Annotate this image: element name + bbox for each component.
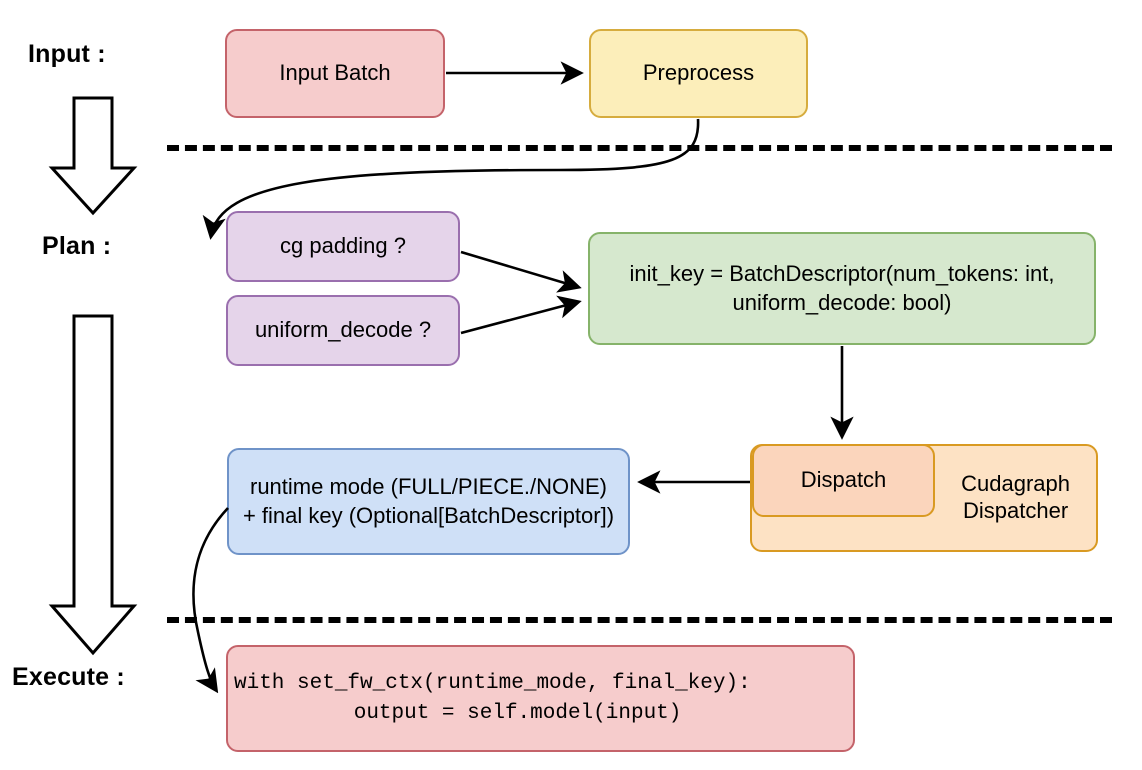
stage-progress-arrow-1 [48,96,138,216]
node-init-key-text: init_key = BatchDescriptor(num_tokens: i… [620,260,1065,316]
node-cudagraph-dispatcher-line2: Dispatcher [962,498,1069,523]
stage-label-plan: Plan : [42,232,112,260]
node-uniform-decode[interactable]: uniform_decode ? [226,295,460,366]
node-dispatch-label: Dispatch [800,467,887,493]
input-plan-divider [167,145,1112,151]
stage-progress-arrow-2 [48,314,138,656]
node-init-key-line1: init_key = BatchDescriptor(num_tokens: i… [629,261,1055,287]
node-execute-code-line1: with set_fw_ctx(runtime_mode, final_key)… [234,671,751,695]
node-dispatch[interactable]: Dispatch [752,444,935,517]
node-init-key-line2: uniform_decode: bool) [732,289,952,315]
node-cg-padding-label: cg padding ? [280,233,406,259]
node-runtime-mode-line2: + final key (Optional[BatchDescriptor]) [242,502,615,528]
edge-cg-padding-to-init-key [460,250,582,293]
stage-label-execute: Execute : [12,663,125,691]
node-cg-padding[interactable]: cg padding ? [226,211,460,282]
node-runtime-mode[interactable]: runtime mode (FULL/PIECE./NONE) + final … [227,448,630,555]
node-runtime-mode-line1: runtime mode (FULL/PIECE./NONE) [250,474,607,500]
stage-label-input: Input : [28,40,106,68]
node-preprocess-label: Preprocess [642,60,755,86]
node-execute-code[interactable]: with set_fw_ctx(runtime_mode, final_key)… [226,645,855,752]
node-execute-code-text: with set_fw_ctx(runtime_mode, final_key)… [228,669,751,729]
edge-runtime-mode-to-execute-code [192,507,229,694]
node-input-batch-label: Input Batch [279,60,391,86]
node-cudagraph-dispatcher-line1: Cudagraph [961,471,1070,497]
node-execute-code-line2: output = self.model(input) [303,701,682,725]
node-runtime-mode-text: runtime mode (FULL/PIECE./NONE) + final … [233,473,624,529]
edge-uniform-decode-to-init-key [460,295,582,335]
plan-execute-divider [167,617,1112,623]
node-preprocess[interactable]: Preprocess [589,29,808,118]
node-uniform-decode-label: uniform_decode ? [254,317,432,343]
node-input-batch[interactable]: Input Batch [225,29,445,118]
node-cudagraph-dispatcher-label: Cudagraph Dispatcher [961,471,1096,525]
node-init-key[interactable]: init_key = BatchDescriptor(num_tokens: i… [588,232,1096,345]
